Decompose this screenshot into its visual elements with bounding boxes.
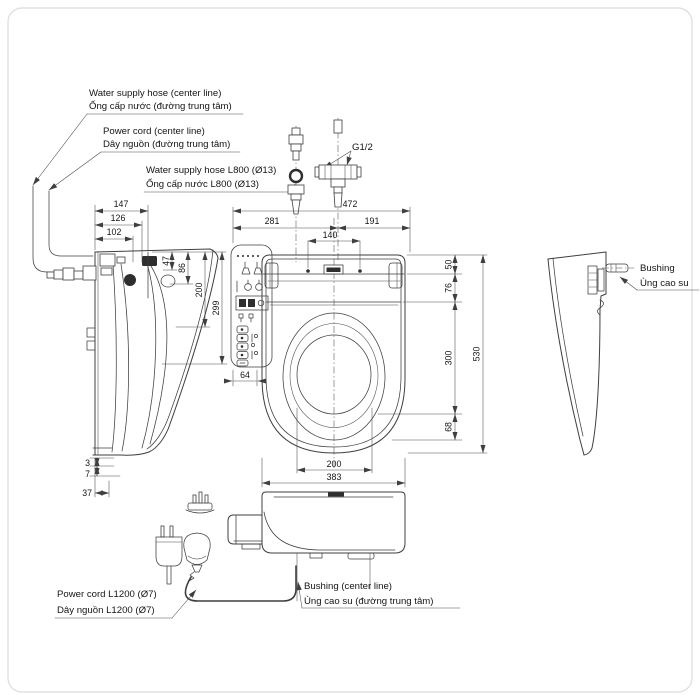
dim-side-86: 86	[177, 263, 187, 273]
front-view	[227, 491, 406, 602]
power-plug-top-icon	[185, 491, 215, 514]
callout-thread-g12: G1/2	[323, 142, 373, 169]
hose-cord-centerlines	[32, 185, 94, 273]
dim-side-7: 7	[85, 469, 90, 479]
right-side-view: Bushing Ùng cao su	[547, 251, 700, 456]
callout-bushing-center: Bushing (center line) Ùng cao su (đường …	[296, 581, 461, 609]
dim-top-472: 472	[343, 199, 358, 209]
callout-power-cord-l1200: Power cord L1200 (Ø7) Dây nguồn L1200 (Ø…	[54, 589, 197, 619]
lid-button	[326, 267, 341, 272]
dim-top-64: 64	[240, 370, 250, 380]
label-water-supply-hose-center-vi: Ống cấp nước (đường trung tâm)	[89, 100, 232, 112]
dim-top-281: 281	[265, 216, 280, 226]
dim-side-200: 200	[194, 283, 204, 298]
dim-top-50: 50	[444, 260, 454, 270]
image-frame	[7, 7, 693, 693]
leader-line	[48, 151, 102, 191]
label-bushing-center-vi: Ùng cao su (đường trung tâm)	[304, 596, 434, 607]
dim-top-68: 68	[444, 422, 454, 432]
dim-top-383: 383	[327, 472, 342, 482]
leader-line	[32, 113, 88, 186]
label-water-supply-hose-center-en: Water supply hose (center line)	[89, 88, 221, 99]
label-thread-g12: G1/2	[352, 142, 373, 153]
lid-button-front	[328, 492, 344, 497]
dim-side-47: 47	[161, 256, 171, 266]
valve-knob	[124, 274, 136, 286]
label-power-cord-l1200-en: Power cord L1200 (Ø7)	[57, 589, 157, 600]
label-bushing-vi: Ùng cao su	[640, 278, 689, 289]
callout-water-supply-hose-l800: Water supply hose L800 (Ø13) Ống cấp nướ…	[143, 165, 296, 193]
water-supply-hose-fitting	[287, 126, 305, 262]
label-bushing-center-en: Bushing (center line)	[304, 581, 392, 592]
hose-coupling-ring	[288, 168, 304, 184]
power-plug-front-icon	[183, 532, 211, 582]
label-water-supply-hose-l800-vi: Ống cấp nước L800 (Ø13)	[146, 178, 259, 190]
dim-top-530: 530	[472, 347, 482, 362]
dim-top-140: 140	[323, 230, 338, 240]
dim-top-76: 76	[444, 283, 454, 293]
label-water-supply-hose-l800-en: Water supply hose L800 (Ø13)	[146, 165, 276, 176]
power-cord-path	[184, 565, 297, 602]
dim-side-299: 299	[211, 301, 221, 316]
dim-side-102: 102	[107, 227, 122, 237]
side-view: 147 126 102 47 86 200 299 3 7 37	[46, 199, 228, 498]
label-power-cord-l1200-vi: Dây nguồn L1200 (Ø7)	[57, 605, 155, 616]
dim-side-126: 126	[111, 213, 126, 223]
label-power-cord-center-vi: Dây nguồn (đường trung tâm)	[103, 139, 230, 150]
dim-top-191: 191	[365, 216, 380, 226]
dim-side-147: 147	[114, 199, 129, 209]
top-view: 472 281 191 140 50 76 300 68 530 200 383	[232, 199, 488, 488]
callout-water-supply-hose-center: Water supply hose (center line) Ống cấp …	[32, 88, 244, 186]
power-plug-side-icon	[155, 525, 183, 585]
dim-top-200: 200	[327, 459, 342, 469]
label-power-cord-center-en: Power cord (center line)	[103, 126, 205, 137]
t-branch-fitting	[314, 118, 362, 262]
dim-side-37: 37	[82, 488, 92, 498]
remote-buttons	[235, 255, 269, 367]
hinge-damper-block	[142, 256, 157, 266]
dim-side-3: 3	[85, 458, 90, 468]
label-bushing-en: Bushing	[640, 263, 675, 274]
dim-top-300: 300	[444, 351, 454, 366]
callout-power-cord-center: Power cord (center line) Dây nguồn (đườn…	[48, 126, 241, 191]
